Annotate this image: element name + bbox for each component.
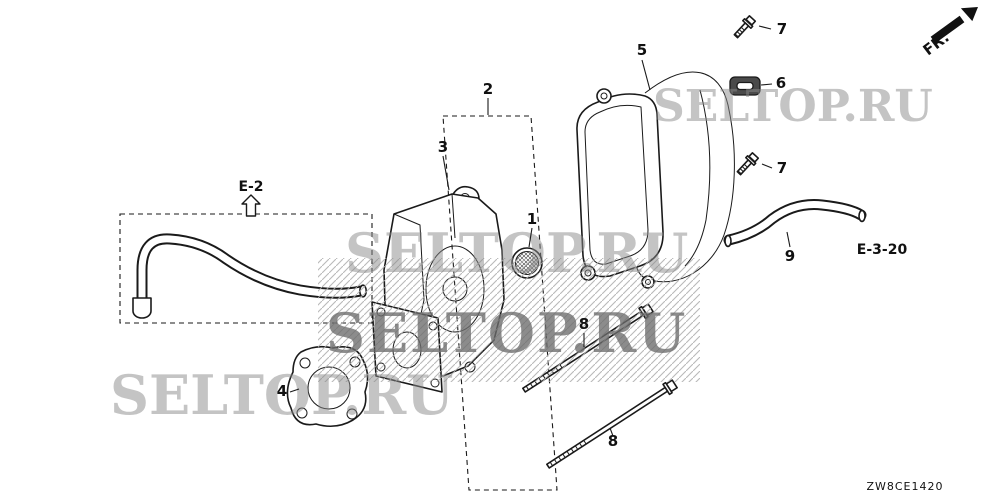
e2-reference-label: E-2 xyxy=(238,179,263,195)
grommet-part-6 xyxy=(729,76,761,96)
callout-1: 1 xyxy=(527,210,537,248)
long-bolt-part-8-lower xyxy=(546,379,678,469)
callout-8-upper: 8 xyxy=(579,315,589,347)
watermark-text-middle: SELTOP.RU xyxy=(345,221,688,285)
svg-text:7: 7 xyxy=(777,20,787,38)
svg-text:4: 4 xyxy=(277,382,287,400)
svg-text:8: 8 xyxy=(579,315,589,333)
diagram-code: ZW8CE1420 xyxy=(866,480,943,493)
e2-up-arrow-icon xyxy=(241,194,261,217)
callout-3: 3 xyxy=(438,138,450,191)
e2-reference: E-2 xyxy=(238,179,264,217)
fr-arrow-shaft xyxy=(930,15,965,44)
callout-6: 6 xyxy=(760,74,786,92)
breather-tube-part-9 xyxy=(723,199,867,248)
svg-text:3: 3 xyxy=(438,138,448,156)
svg-text:2: 2 xyxy=(483,80,493,98)
tube-end-cap xyxy=(132,297,152,319)
callout-4: 4 xyxy=(277,382,300,400)
e3-20-reference: E-3-20 xyxy=(857,242,908,258)
svg-text:1: 1 xyxy=(527,210,537,228)
flange-bolt-part-7-mid xyxy=(736,152,760,176)
flange-bolt-part-7-top xyxy=(733,15,757,39)
cover-top-ear xyxy=(596,88,612,104)
callout-7-top: 7 xyxy=(758,20,787,38)
callout-5: 5 xyxy=(637,41,651,91)
e3-20-reference-label: E-3-20 xyxy=(857,242,908,258)
svg-text:6: 6 xyxy=(776,74,786,92)
breather-tube-left xyxy=(132,233,367,319)
watermark-text-hatch: SELTOP.RU xyxy=(326,301,687,365)
watermark-hatch-block: SELTOP.RU xyxy=(318,258,700,382)
svg-text:7: 7 xyxy=(777,159,787,177)
callout-7-mid: 7 xyxy=(761,159,787,177)
svg-text:8: 8 xyxy=(608,432,618,450)
fr-direction-indicator: FR. xyxy=(920,7,978,59)
watermark-text-bottom-left: SELTOP.RU xyxy=(110,363,453,427)
callout-8-lower: 8 xyxy=(608,427,618,450)
callout-2: 2 xyxy=(483,80,493,115)
svg-text:9: 9 xyxy=(785,247,795,265)
fr-arrow-head-icon xyxy=(960,7,978,22)
svg-text:5: 5 xyxy=(637,41,647,59)
watermark-text-top-right: SELTOP.RU xyxy=(653,81,933,132)
callout-9: 9 xyxy=(785,231,795,265)
